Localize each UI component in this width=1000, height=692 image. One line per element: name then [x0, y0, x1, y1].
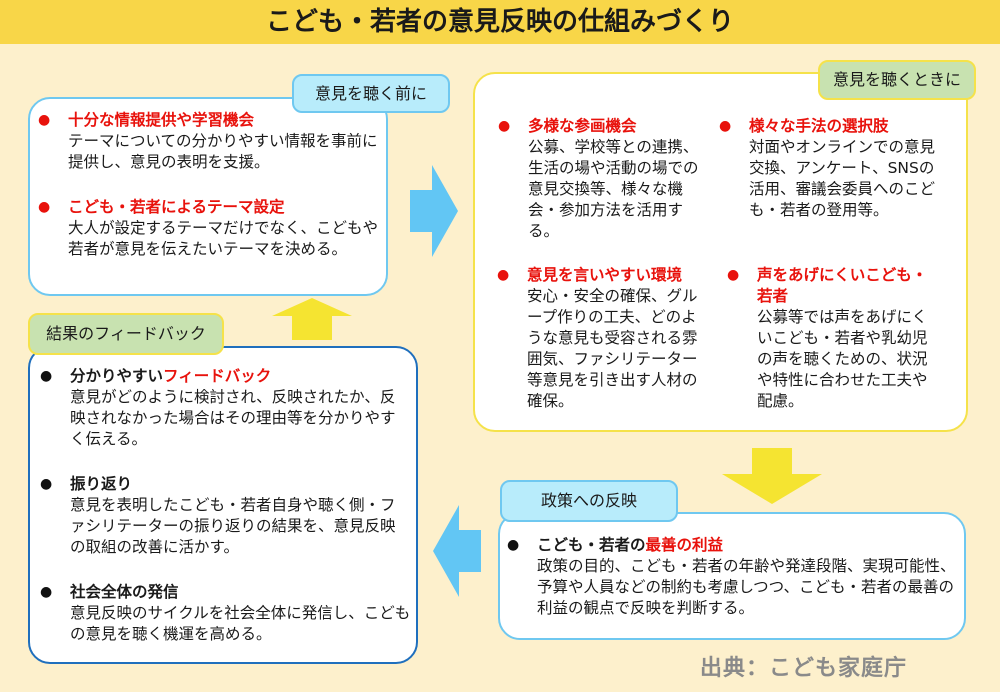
source-credit: 出典：こども家庭庁 — [700, 656, 908, 681]
item-body: テーマについての分かりやすい情報を事前に提供し、意見の表明を支援。 — [68, 132, 378, 171]
item-body: 意見がどのように検討され、反映されたか、反映されなかった場合はその理由等を分かり… — [70, 388, 396, 448]
item-body: 対面やオンラインでの意見交換、アンケート、SNSの活用、審議会委員へのこども・若… — [749, 138, 936, 219]
item-heading: こども・若者によるテーマ設定 — [38, 197, 378, 218]
feedback-item: 振り返り 意見を表明したこども・若者自身や聴く側・ファシリテーターの振り返りの結… — [40, 474, 410, 558]
before-item: こども・若者によるテーマ設定 大人が設定するテーマだけでなく、こどもや若者が意見… — [38, 197, 379, 260]
item-body: 政策の目的、こども・若者の年齢や発達段階、実現可能性、予算や人員などの制約も考慮… — [537, 557, 956, 617]
heading-highlight: フィードバック — [163, 367, 272, 385]
item-heading: 様々な手法の選択肢 — [719, 116, 939, 137]
item-heading: 振り返り — [40, 474, 410, 495]
arrow-right-icon — [410, 165, 458, 257]
item-body: 公募、学校等との連携、生活の場や活動の場での意見交換等、様々な機会・参加方法を活… — [528, 138, 699, 240]
policy-reflection-box — [498, 512, 966, 640]
during-item: 様々な手法の選択肢 対面やオンラインでの意見交換、アンケート、SNSの活用、審議… — [719, 116, 939, 221]
page-title: こども・若者の意見反映の仕組みづくり — [0, 0, 1000, 44]
during-item: 意見を言いやすい環境 安心・安全の確保、グループ作りの工夫、どのような意見も受容… — [497, 265, 709, 412]
during-listening-tag: 意見を聴くときに — [818, 60, 976, 100]
policy-reflection-tag: 政策への反映 — [500, 480, 678, 522]
arrow-up-icon — [272, 298, 352, 340]
policy-item: こども・若者の最善の利益 政策の目的、こども・若者の年齢や発達段階、実現可能性、… — [507, 535, 957, 619]
item-heading: こども・若者の最善の利益 — [507, 535, 957, 556]
feedback-box — [28, 346, 418, 664]
before-listening-tag: 意見を聴く前に — [292, 74, 450, 113]
item-heading: 多様な参画機会 — [498, 116, 708, 137]
during-item: 声をあげにくいこども・若者 公募等では声をあげにくいこども・若者や乳幼児の声を聴… — [727, 265, 942, 412]
item-body: 安心・安全の確保、グループ作りの工夫、どのような意見も受容される雰囲気、ファシリ… — [527, 287, 698, 410]
arrow-down-icon — [722, 448, 822, 504]
arrow-left-icon — [433, 505, 481, 597]
heading-text: こども・若者の — [537, 536, 646, 554]
item-heading: 分かりやすいフィードバック — [40, 366, 410, 387]
item-body: 意見を表明したこども・若者自身や聴く側・ファシリテーターの振り返りの結果を、意見… — [70, 496, 396, 556]
during-item: 多様な参画機会 公募、学校等との連携、生活の場や活動の場での意見交換等、様々な機… — [498, 116, 708, 242]
feedback-item: 分かりやすいフィードバック 意見がどのように検討され、反映されたか、反映されなか… — [40, 366, 410, 450]
heading-text: 分かりやすい — [70, 367, 164, 385]
item-heading: 社会全体の発信 — [40, 582, 415, 603]
feedback-tag: 結果のフィードバック — [28, 313, 224, 355]
item-heading: 十分な情報提供や学習機会 — [38, 110, 378, 131]
item-heading: 声をあげにくいこども・若者 — [727, 265, 942, 307]
item-body: 大人が設定するテーマだけでなく、こどもや若者が意見を伝えたいテーマを決める。 — [68, 219, 379, 258]
feedback-item: 社会全体の発信 意見反映のサイクルを社会全体に発信し、こどもの意見を聴く機運を高… — [40, 582, 415, 645]
heading-highlight: 最善の利益 — [645, 536, 724, 554]
item-body: 意見反映のサイクルを社会全体に発信し、こどもの意見を聴く機運を高める。 — [70, 604, 411, 643]
item-heading: 意見を言いやすい環境 — [497, 265, 709, 286]
item-body: 公募等では声をあげにくいこども・若者や乳幼児の声を聴くための、状況や特性に合わせ… — [757, 308, 928, 410]
before-item: 十分な情報提供や学習機会 テーマについての分かりやすい情報を事前に提供し、意見の… — [38, 110, 378, 173]
